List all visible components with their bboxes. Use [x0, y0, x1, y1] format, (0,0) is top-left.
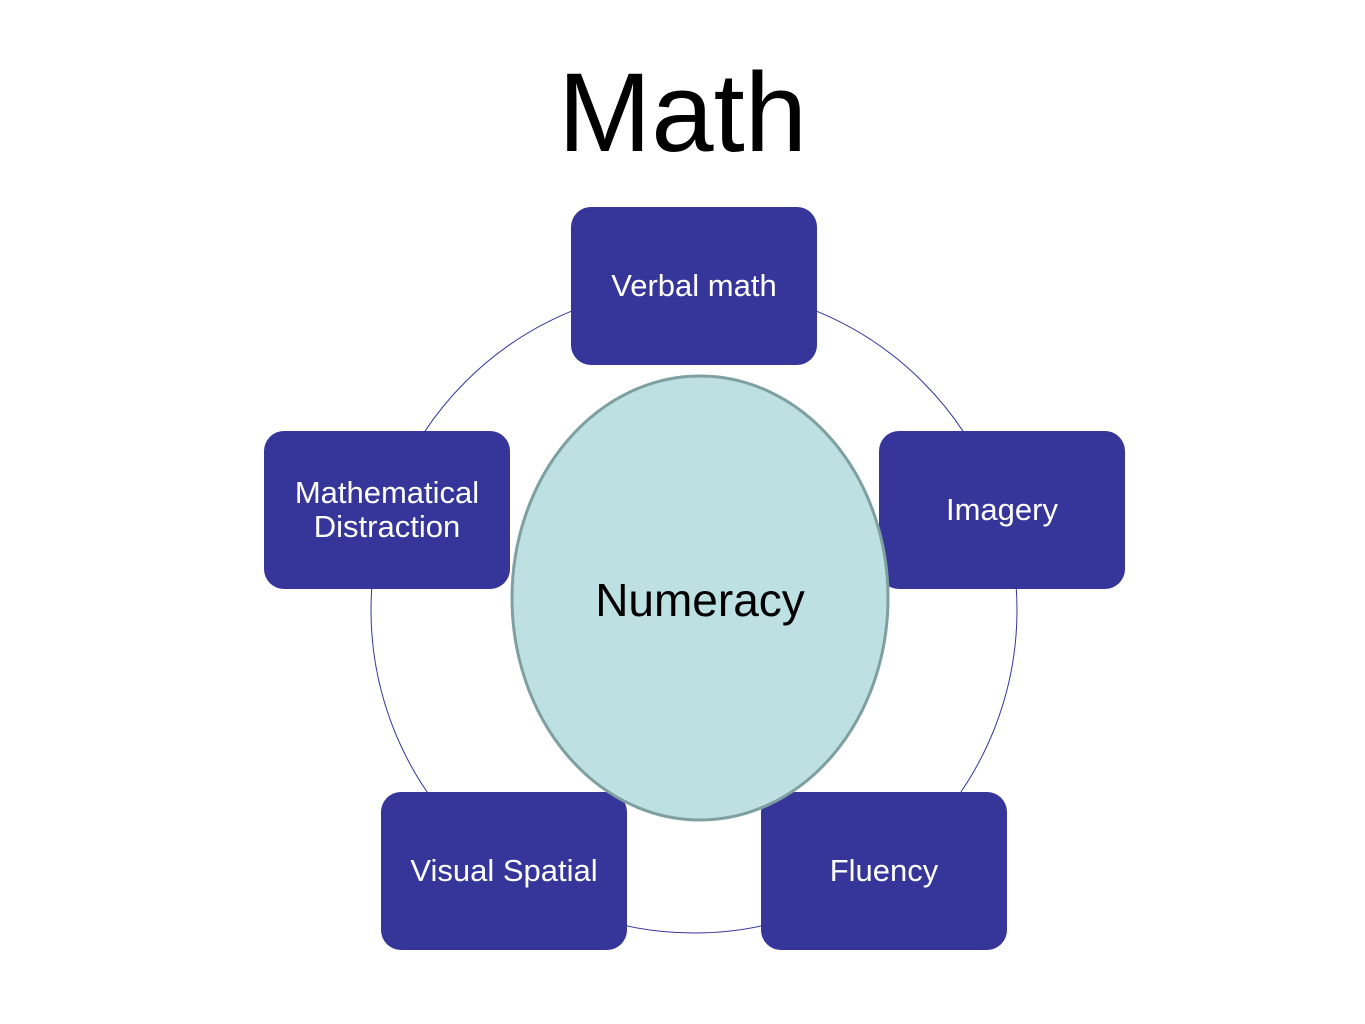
node-label: Fluency: [829, 853, 939, 888]
node-label: Verbal math: [611, 268, 777, 303]
node-label: Imagery: [946, 492, 1058, 527]
center-ellipse: [510, 374, 890, 822]
node-mathematical-distraction: Mathematical Distraction: [264, 431, 510, 589]
node-label: Mathematical Distraction: [294, 475, 480, 544]
node-verbal-math: Verbal math: [571, 207, 817, 365]
slide-title: Math: [558, 50, 807, 175]
node-label: Visual Spatial: [410, 853, 598, 888]
center-label: Numeracy: [595, 574, 805, 626]
node-fluency: Fluency: [761, 792, 1007, 950]
node-imagery: Imagery: [879, 431, 1125, 589]
node-visual-spatial: Visual Spatial: [381, 792, 627, 950]
